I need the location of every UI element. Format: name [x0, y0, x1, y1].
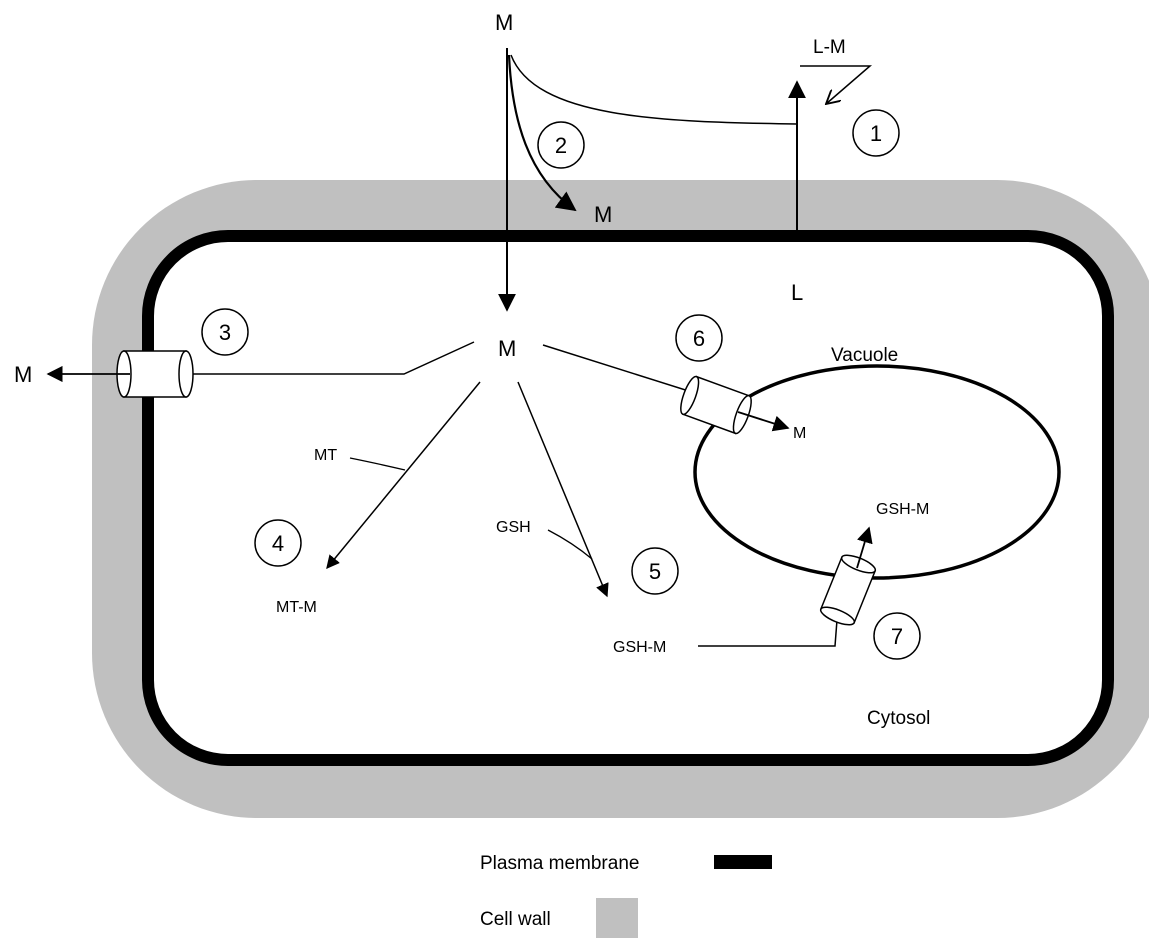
step-6: 6: [675, 314, 723, 362]
step-4: 4: [254, 519, 302, 567]
l-m-arrow: [800, 65, 873, 104]
step-2: 2: [537, 121, 585, 169]
mt-connector: [349, 457, 406, 471]
vacuole-gsh-arrow: [856, 526, 873, 569]
gsh-arrow: [517, 381, 609, 598]
label-m-top: M: [495, 10, 513, 35]
mt-arrow: [326, 381, 481, 570]
label-cytosol: Cytosol: [867, 708, 930, 729]
efflux-line: [130, 341, 475, 375]
label-l: L: [791, 280, 803, 305]
step-1: 1: [852, 109, 900, 157]
step-6-label: 6: [693, 326, 705, 351]
pathway-2-curve: [507, 54, 577, 212]
step-7-label: 7: [891, 624, 903, 649]
label-vacuole: Vacuole: [831, 345, 898, 366]
step-7: 7: [873, 612, 921, 660]
pathway-1-curve: [510, 54, 798, 125]
label-l-m: L-M: [813, 37, 846, 58]
vacuole-m-line: [542, 344, 696, 394]
label-gsh: GSH: [496, 519, 531, 536]
step-5-label: 5: [649, 559, 661, 584]
vacuole-m-channel: [680, 375, 752, 435]
legend-plasma-membrane-swatch: [714, 855, 772, 869]
vacuole: [693, 364, 1061, 580]
label-mt: MT: [314, 447, 337, 464]
label-gsh-m-vacuole: GSH-M: [876, 501, 929, 518]
step-3: 3: [201, 308, 249, 356]
step-4-label: 4: [272, 531, 284, 556]
legend-cell-wall-swatch: [596, 898, 638, 938]
label-m-out: M: [14, 362, 32, 387]
label-mt-m: MT-M: [276, 599, 317, 616]
legend-plasma-membrane-label: Plasma membrane: [480, 853, 639, 874]
gsh-connector: [547, 529, 593, 560]
label-m-cell-wall: M: [594, 202, 612, 227]
step-3-label: 3: [219, 320, 231, 345]
legend: Plasma membrane Cell wall: [480, 853, 772, 938]
vacuole-m-arrow: [737, 411, 790, 432]
step-1-label: 1: [870, 121, 882, 146]
plasma-membrane: [142, 230, 1114, 766]
step-2-label: 2: [555, 133, 567, 158]
step-5: 5: [631, 547, 679, 595]
label-m-vacuole: M: [793, 425, 806, 442]
gsh-m-line: [698, 619, 838, 647]
label-gsh-m: GSH-M: [613, 639, 666, 656]
legend-cell-wall-label: Cell wall: [480, 909, 551, 930]
label-m-center: M: [498, 336, 516, 361]
